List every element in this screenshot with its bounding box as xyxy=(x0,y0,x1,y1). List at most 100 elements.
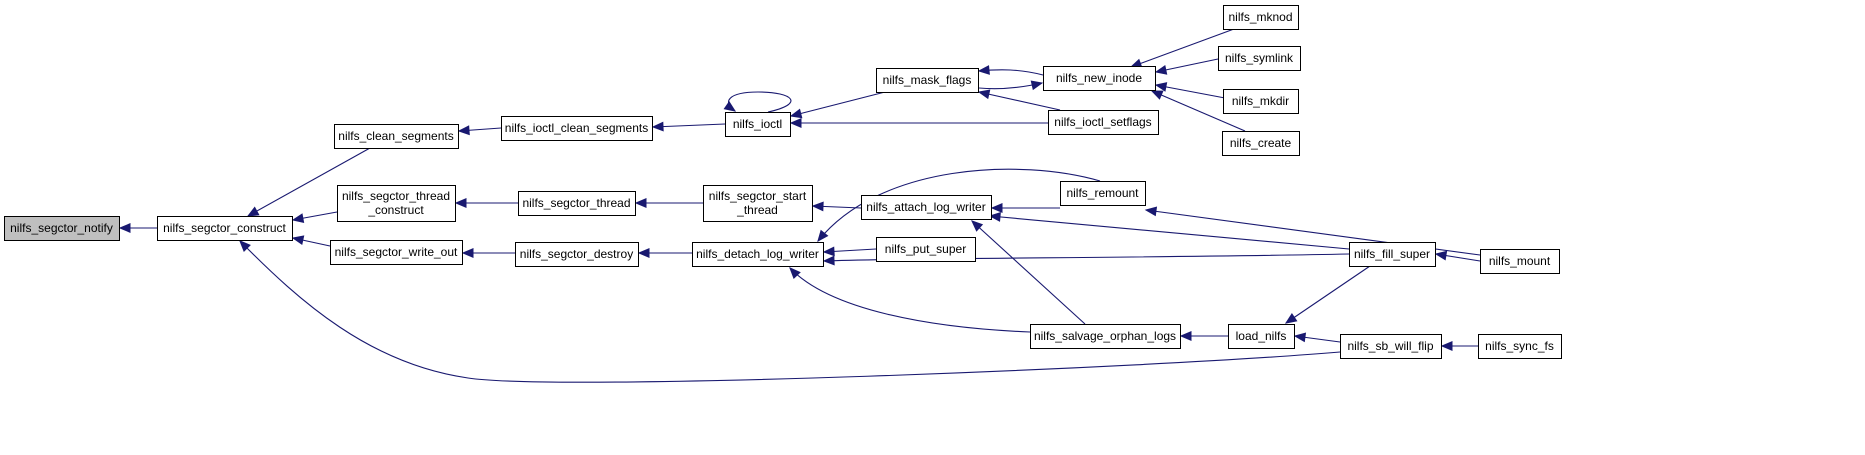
node-notify[interactable]: nilfs_segctor_notify xyxy=(4,216,120,241)
edge-arrowhead xyxy=(637,248,650,258)
edge-clean_segments-to-construct xyxy=(246,147,371,217)
node-sb-will-flip[interactable]: nilfs_sb_will_flip xyxy=(1340,334,1442,359)
edge-arrowhead xyxy=(822,255,835,266)
edge-start_thread-to-segctor_thread xyxy=(634,198,703,208)
edge-arrowhead xyxy=(457,125,470,136)
node-box xyxy=(876,68,979,93)
edge-arrowhead xyxy=(118,223,131,233)
node-label: nilfs_create xyxy=(1230,136,1292,150)
node-put-super[interactable]: nilfs_put_super xyxy=(876,237,976,262)
node-fill-super[interactable]: nilfs_fill_super xyxy=(1349,242,1436,267)
node-label: nilfs_mkdir xyxy=(1232,94,1289,108)
node-symlink[interactable]: nilfs_symlink xyxy=(1218,46,1301,71)
node-detach-log-writer[interactable]: nilfs_detach_log_writer xyxy=(692,242,824,267)
node-thread-construct[interactable]: nilfs_segctor_thread_construct xyxy=(337,185,456,222)
node-mask-flags[interactable]: nilfs_mask_flags xyxy=(876,68,979,93)
edge-mount-to-fill_super xyxy=(1434,250,1481,262)
node-label: _construct xyxy=(367,203,424,217)
node-remount[interactable]: nilfs_remount xyxy=(1060,181,1146,206)
node-construct[interactable]: nilfs_segctor_construct xyxy=(157,216,293,241)
node-box xyxy=(1223,5,1299,30)
edge-line xyxy=(790,91,886,117)
node-label: nilfs_detach_log_writer xyxy=(696,247,819,261)
node-label: nilfs_segctor_thread xyxy=(522,196,630,210)
edge-line xyxy=(239,240,1341,383)
node-box xyxy=(1478,334,1562,359)
node-box xyxy=(692,242,824,267)
edge-line xyxy=(1151,90,1246,132)
edge-ioctl-to-ioctl_clean_segments xyxy=(651,121,726,132)
edge-arrowhead xyxy=(1154,64,1168,75)
edge-symlink-to-new_inode xyxy=(1154,58,1219,75)
edge-arrowhead xyxy=(461,248,474,258)
edge-line xyxy=(728,91,792,113)
node-label: nilfs_remount xyxy=(1066,186,1139,200)
node-new-inode[interactable]: nilfs_new_inode xyxy=(1043,66,1156,91)
node-salvage-orphan-logs[interactable]: nilfs_salvage_orphan_logs xyxy=(1030,324,1181,349)
edge-write_out-to-construct xyxy=(291,235,331,247)
edge-arrowhead xyxy=(789,108,803,119)
node-segctor-destroy[interactable]: nilfs_segctor_destroy xyxy=(515,242,639,267)
edge-arrowhead xyxy=(822,246,835,257)
node-write-out[interactable]: nilfs_segctor_write_out xyxy=(330,240,463,265)
node-box xyxy=(337,185,456,222)
edge-arrowhead xyxy=(291,235,305,246)
edge-line xyxy=(247,147,371,217)
edge-arrowhead xyxy=(817,229,829,243)
edge-line xyxy=(989,215,1350,250)
edge-arrowhead xyxy=(789,267,801,280)
nodes-layer: nilfs_segctor_notify nilfs_segctor_constr… xyxy=(4,5,1562,359)
node-box xyxy=(518,191,636,216)
node-clean-segments[interactable]: nilfs_clean_segments xyxy=(334,124,459,149)
node-label: nilfs_mknod xyxy=(1228,10,1292,24)
node-ioctl[interactable]: nilfs_ioctl xyxy=(725,112,791,137)
edge-line xyxy=(1155,58,1219,73)
node-create[interactable]: nilfs_create xyxy=(1222,131,1300,156)
node-attach-log-writer[interactable]: nilfs_attach_log_writer xyxy=(861,195,992,220)
node-mount[interactable]: nilfs_mount xyxy=(1480,249,1560,274)
node-box xyxy=(1218,46,1301,71)
edge-arrowhead xyxy=(454,198,467,208)
node-mkdir[interactable]: nilfs_mkdir xyxy=(1223,89,1299,114)
node-box xyxy=(157,216,293,241)
node-mknod[interactable]: nilfs_mknod xyxy=(1223,5,1299,30)
edge-attach_log_writer-to-start_thread xyxy=(811,201,862,212)
node-label: nilfs_sync_fs xyxy=(1485,339,1554,353)
node-load-nilfs[interactable]: load_nilfs xyxy=(1228,324,1295,349)
node-box xyxy=(1030,324,1181,349)
node-box xyxy=(725,112,791,137)
edge-fill_super-to-detach_log_writer xyxy=(822,253,1350,266)
edge-arrowhead xyxy=(1440,341,1453,351)
edge-fill_super-to-attach_log_writer xyxy=(988,212,1350,250)
edge-construct-to-notify xyxy=(118,223,157,233)
node-box xyxy=(1060,181,1146,206)
node-ioctl-setflags[interactable]: nilfs_ioctl_setflags xyxy=(1048,110,1159,135)
node-start-thread[interactable]: nilfs_segctor_start_thread xyxy=(703,185,813,222)
edge-line xyxy=(971,220,1086,325)
edge-put_super-to-detach_log_writer xyxy=(822,246,877,257)
edge-sb_will_flip-to-load_nilfs xyxy=(1293,332,1341,343)
edges-layer xyxy=(118,28,1481,383)
node-box xyxy=(1043,66,1156,91)
node-label: nilfs_clean_segments xyxy=(338,129,453,143)
edge-arrowhead xyxy=(789,118,802,128)
edge-line xyxy=(1285,265,1371,324)
edge-arrowhead xyxy=(1150,90,1164,100)
node-sync-fs[interactable]: nilfs_sync_fs xyxy=(1478,334,1562,359)
node-label: load_nilfs xyxy=(1236,329,1287,343)
edge-arrowhead xyxy=(988,212,1001,222)
node-box xyxy=(1223,89,1299,114)
edge-arrowhead xyxy=(239,240,251,252)
edge-arrowhead xyxy=(1284,313,1298,324)
node-box xyxy=(334,124,459,149)
edge-line xyxy=(817,168,1101,242)
node-box xyxy=(515,242,639,267)
node-ioctl-clean-segments[interactable]: nilfs_ioctl_clean_segments xyxy=(501,116,653,141)
edge-line xyxy=(978,91,1061,111)
edge-sync_fs-to-sb_will_flip xyxy=(1440,341,1478,351)
edge-arrowhead xyxy=(811,201,824,212)
node-box xyxy=(861,195,992,220)
node-label: nilfs_segctor_write_out xyxy=(335,245,458,259)
edge-create-to-new_inode xyxy=(1150,90,1246,132)
node-segctor-thread[interactable]: nilfs_segctor_thread xyxy=(518,191,636,216)
